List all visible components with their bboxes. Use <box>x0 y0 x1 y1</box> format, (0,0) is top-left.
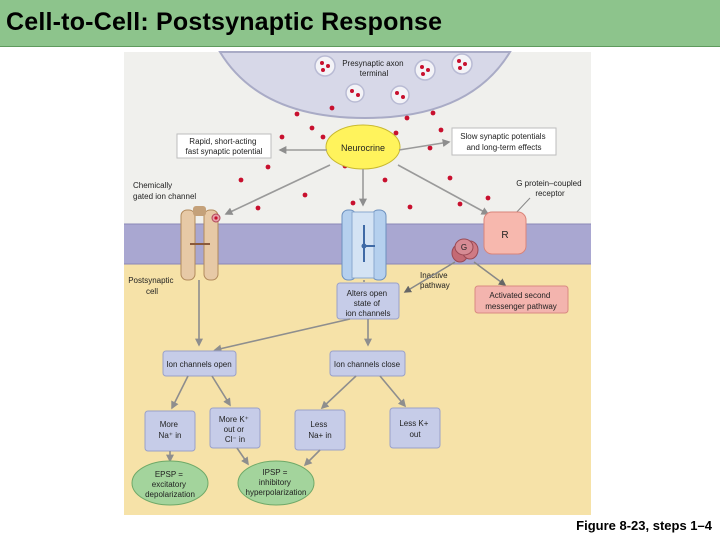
less-k-box <box>389 407 441 449</box>
figure-caption: Figure 8-23, steps 1–4 <box>576 518 712 533</box>
chemically-gated-ion-channel <box>180 206 221 281</box>
title-bar: Cell-to-Cell: Postsynaptic Response <box>0 0 720 47</box>
ion-channel-center <box>341 209 387 281</box>
less-na-label: Less Na+ in <box>308 420 331 440</box>
ion-channels-open-label: Ion channels open <box>166 360 231 369</box>
slow-potential-label: Slow synaptic potentials and long-term e… <box>460 132 548 152</box>
page-title: Cell-to-Cell: Postsynaptic Response <box>6 8 443 36</box>
more-k-box <box>209 407 261 449</box>
more-na-label: More Na⁺ in <box>159 420 182 440</box>
gprotein-g-label: G <box>461 243 467 252</box>
neurotransmitter-molecules <box>238 105 491 211</box>
presynaptic-label: Presynaptic axon terminal <box>342 59 406 78</box>
epsp-ellipse <box>131 460 209 506</box>
less-k-label: Less K+ out <box>399 419 430 439</box>
second-messenger-box <box>474 285 569 314</box>
ion-channels-open-box <box>162 350 237 377</box>
presynaptic-axon-terminal <box>218 51 512 120</box>
rapid-potential-box <box>176 133 272 159</box>
chem-gated-label: Chemically gated ion channel <box>133 181 196 201</box>
ipsp-label: IPSP = inhibitory hyperpolarization <box>246 468 307 497</box>
synaptic-vesicles <box>314 53 473 105</box>
alters-state-label: Alters open state of ion channels <box>346 289 391 318</box>
postsynaptic-label: Postsynaptic cell <box>128 276 176 296</box>
more-k-label: More K⁺ out or Cl⁻ in <box>219 415 251 444</box>
receptor-r-label: R <box>501 230 508 241</box>
gprotein-receptor-label: G protein–coupled receptor <box>516 179 584 198</box>
neurocrine-label: Neurocrine <box>341 143 385 153</box>
rapid-potential-label: Rapid, short-acting fast synaptic potent… <box>186 137 263 156</box>
ion-channels-close-box <box>329 350 406 377</box>
inactive-pathway-label: Inactive pathway <box>420 271 450 290</box>
gprotein-coupled-receptor: R G <box>451 211 527 263</box>
ipsp-ellipse <box>237 460 315 506</box>
slow-potential-box <box>451 127 557 156</box>
less-na-box <box>294 409 346 451</box>
epsp-label: EPSP = excitatory depolarization <box>145 470 195 499</box>
ion-channels-close-label: Ion channels close <box>334 360 401 369</box>
second-messenger-label: Activated second messenger pathway <box>485 291 557 311</box>
